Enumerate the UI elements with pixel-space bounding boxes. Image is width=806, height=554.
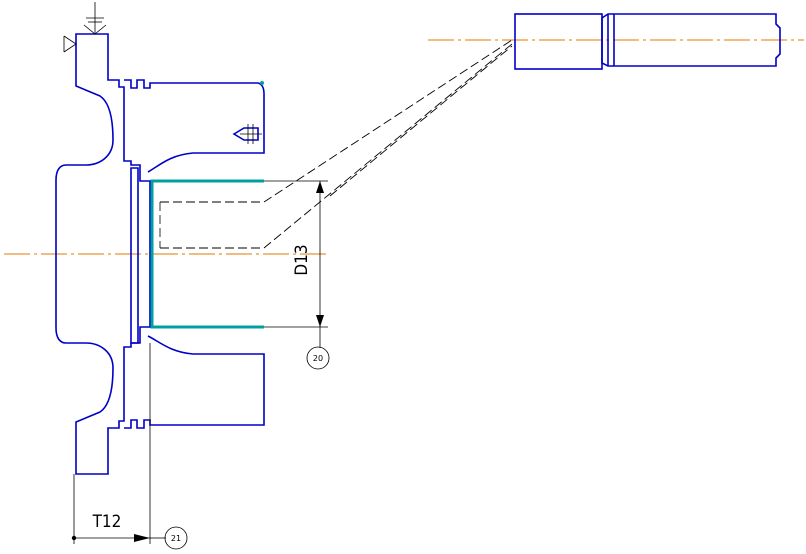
- tool-path-lines: [159, 39, 513, 249]
- dimension-d13: D13: [264, 180, 328, 344]
- callout-bubble: 20: [306, 344, 330, 370]
- drill-point-icon: [232, 124, 262, 144]
- surface-mark-dot: [260, 81, 264, 85]
- boring-tool-icon: [514, 13, 781, 70]
- clamping-force-icon: [63, 35, 77, 53]
- dimension-label: D13: [292, 244, 312, 275]
- dimension-label: T12: [92, 512, 122, 532]
- callout-bubble: 21: [164, 526, 188, 550]
- callout-label: 21: [171, 534, 181, 543]
- dimension-t12: T12: [71, 343, 166, 544]
- machined-bore-surface: [150, 179, 264, 329]
- workpiece-outline: [55, 33, 265, 475]
- locating-support-icon: [83, 2, 107, 35]
- callout-label: 20: [313, 354, 323, 363]
